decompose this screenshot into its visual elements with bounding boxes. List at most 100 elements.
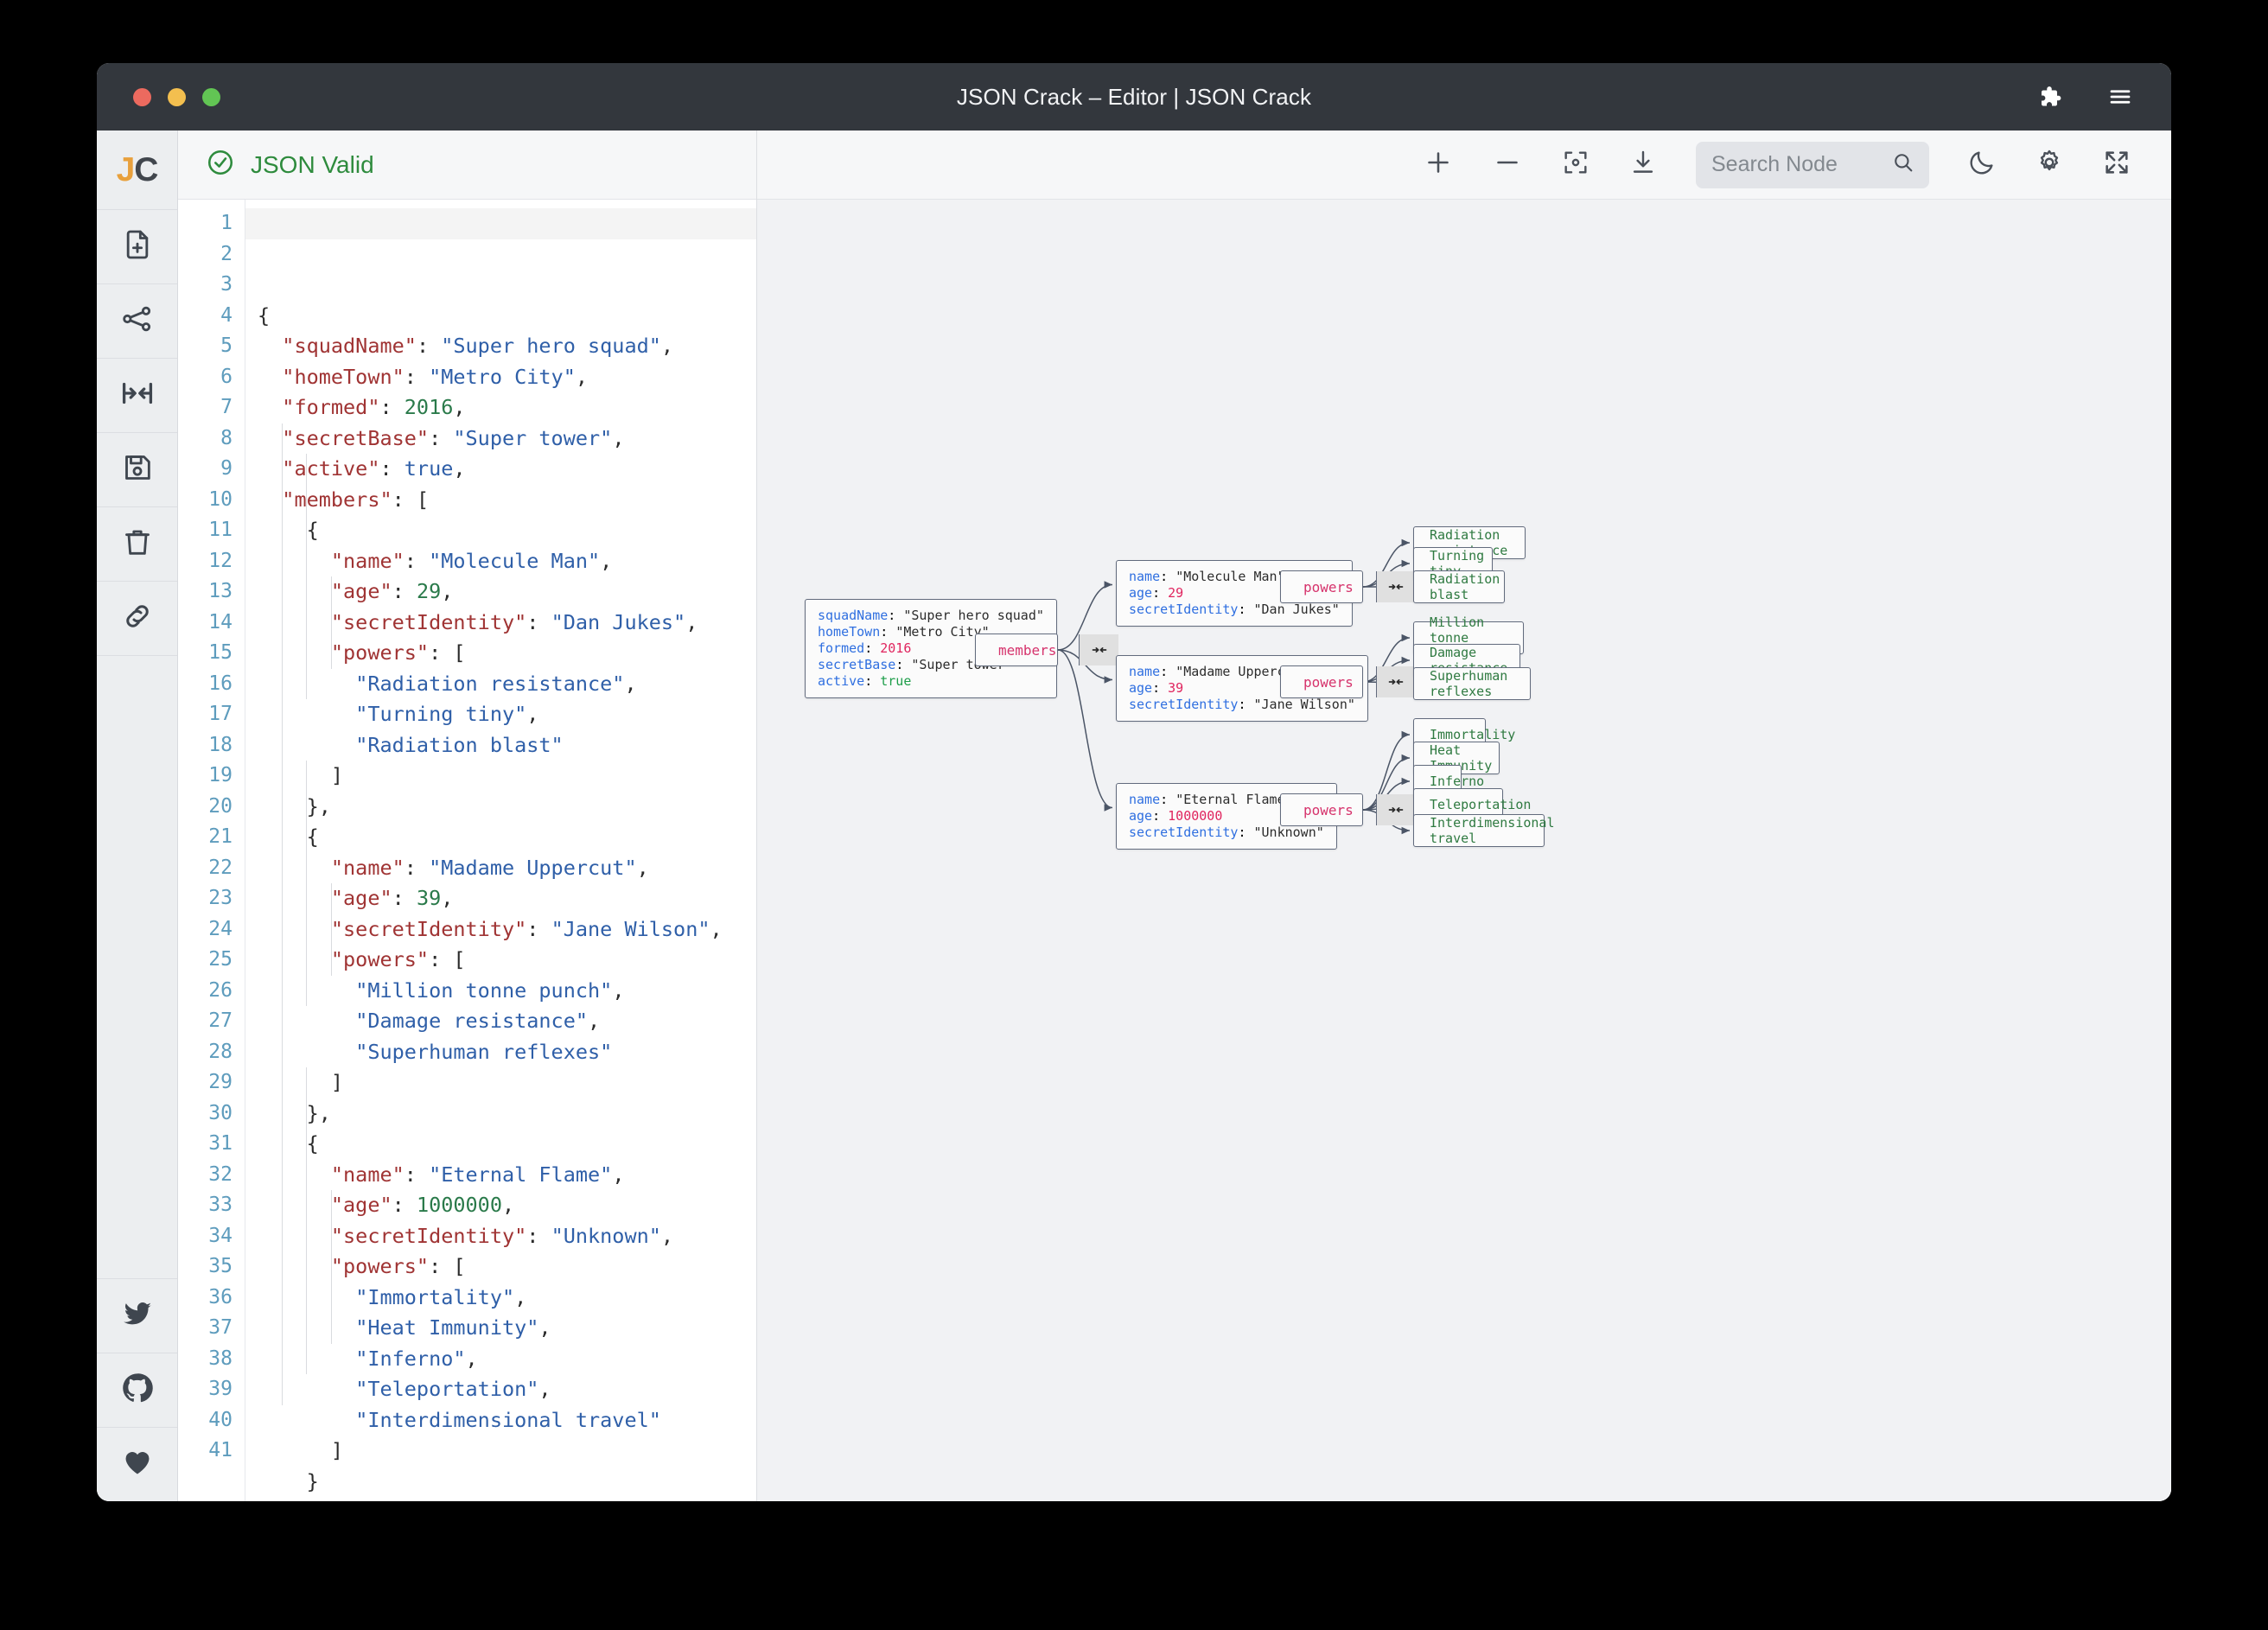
sidebar-item-collapse[interactable] [97, 359, 177, 433]
code-line: "Teleportation", [355, 1377, 551, 1401]
sidebar-item-new-file[interactable] [97, 210, 177, 284]
code-line: "age": 1000000, [330, 1193, 515, 1217]
sidebar-item-github[interactable] [97, 1353, 177, 1427]
node-row: squadName: "Super hero squad" [818, 608, 1044, 624]
active-line-highlight [245, 208, 756, 239]
node-value: "Unknown" [1253, 825, 1324, 840]
indent-guide [330, 576, 332, 669]
theme-toggle-button[interactable] [1967, 148, 1997, 181]
sidebar-item-link[interactable] [97, 582, 177, 656]
graph-edge [1362, 730, 1411, 811]
new-file-icon [120, 227, 155, 266]
code-line: "name": "Molecule Man", [330, 548, 613, 573]
gear-icon [2035, 148, 2064, 181]
power-leaf-node[interactable]: Radiation blast [1413, 570, 1505, 603]
sidebar-rail: JC [97, 131, 178, 1501]
node-key: secretBase [818, 657, 896, 672]
node-label: members [998, 641, 1057, 659]
node-row: age: 1000000 [1129, 808, 1324, 825]
fullscreen-icon [2102, 148, 2131, 181]
zoom-in-button[interactable] [1423, 147, 1454, 182]
leaf-label: Interdimensional travel [1430, 815, 1555, 846]
github-icon [120, 1371, 155, 1410]
close-button[interactable] [133, 87, 151, 106]
download-icon [1628, 148, 1658, 181]
node-row: age: 39 [1129, 680, 1355, 697]
node-colon: : [1152, 808, 1169, 824]
code-line: "secretIdentity": "Jane Wilson", [330, 916, 723, 941]
code-line: "age": 29, [330, 579, 454, 603]
code-line: ] [330, 1070, 344, 1094]
code-line: { [306, 1131, 319, 1156]
leaf-label: Superhuman reflexes [1430, 668, 1508, 699]
code-line: "name": "Madame Uppercut", [330, 855, 649, 880]
heart-icon [121, 1446, 154, 1483]
fullscreen-button[interactable] [2102, 148, 2131, 181]
code-line: { [306, 825, 319, 849]
graph-edge [1362, 634, 1411, 683]
sidebar-item-sponsor[interactable] [97, 1427, 177, 1501]
node-value: "Dan Jukes" [1253, 602, 1340, 617]
node-key: formed [818, 640, 865, 656]
graph-edge [1057, 649, 1113, 812]
node-colon: : [1152, 585, 1169, 601]
node-colon: : [1238, 825, 1254, 840]
node-key: secretIdentity [1129, 602, 1239, 617]
code-line: "Superhuman reflexes" [355, 1039, 613, 1064]
indent-guide [306, 761, 308, 1006]
settings-button[interactable] [2035, 148, 2064, 181]
search-node-box[interactable] [1696, 141, 1929, 188]
code-line: } [306, 1468, 319, 1493]
hamburger-menu-icon[interactable] [2107, 84, 2133, 110]
leaf-label: Radiation blast [1430, 571, 1500, 602]
node-value: 29 [1168, 585, 1184, 601]
graph-viewport[interactable]: squadName: "Super hero squad"homeTown: "… [757, 200, 2171, 1501]
members-node[interactable]: members [975, 634, 1119, 666]
collapse-node-button[interactable] [1375, 571, 1416, 602]
title-bar: JSON Crack – Editor | JSON Crack [97, 63, 2171, 131]
sidebar-item-delete[interactable] [97, 507, 177, 582]
node-key: age [1129, 585, 1153, 601]
sidebar-item-save[interactable] [97, 433, 177, 507]
leaf-label: Teleportation [1430, 797, 1532, 812]
sidebar-item-share-graph[interactable] [97, 284, 177, 359]
sidebar-spacer [97, 656, 177, 1278]
collapse-node-button[interactable] [1375, 794, 1416, 825]
sidebar-item-twitter[interactable] [97, 1278, 177, 1353]
collapse-node-button[interactable] [1079, 634, 1119, 665]
code-line: "Million tonne punch", [355, 977, 625, 1003]
puzzle-piece-icon[interactable] [2036, 84, 2062, 110]
node-value: 39 [1168, 680, 1184, 696]
indent-guide [306, 1067, 308, 1374]
powers-node[interactable]: powers [1280, 793, 1416, 826]
collapse-node-button[interactable] [1375, 666, 1416, 697]
code-line: "squadName": "Super hero squad", [282, 334, 674, 358]
node-row: secretIdentity: "Unknown" [1129, 825, 1324, 841]
powers-node[interactable]: powers [1280, 570, 1416, 603]
app-logo[interactable]: JC [97, 131, 177, 210]
node-row: name: "Eternal Flame" [1129, 792, 1324, 808]
center-view-button[interactable] [1561, 148, 1590, 181]
zoom-out-button[interactable] [1492, 147, 1523, 182]
download-button[interactable] [1628, 148, 1658, 181]
search-icon[interactable] [1891, 150, 1915, 179]
power-leaf-node[interactable]: Interdimensional travel [1413, 814, 1555, 847]
powers-node[interactable]: powers [1280, 665, 1416, 698]
window-title: JSON Crack – Editor | JSON Crack [956, 83, 1312, 110]
minimize-button[interactable] [168, 87, 186, 106]
node-colon: : [1238, 602, 1254, 617]
graph-edge [1362, 538, 1411, 588]
code-content[interactable]: { "squadName": "Super hero squad", "home… [245, 200, 756, 1501]
code-line: "active": true, [282, 456, 466, 481]
node-value: 2016 [880, 640, 912, 656]
maximize-button[interactable] [202, 87, 220, 106]
code-line: "powers": [ [330, 1254, 466, 1278]
code-line: "Interdimensional travel" [355, 1407, 661, 1432]
power-leaf-node[interactable]: Superhuman reflexes [1413, 667, 1531, 700]
search-input[interactable] [1711, 152, 1883, 177]
code-line: "age": 39, [330, 886, 454, 910]
code-line: "Inferno", [355, 1346, 478, 1371]
logo-letter-j: J [116, 150, 136, 188]
